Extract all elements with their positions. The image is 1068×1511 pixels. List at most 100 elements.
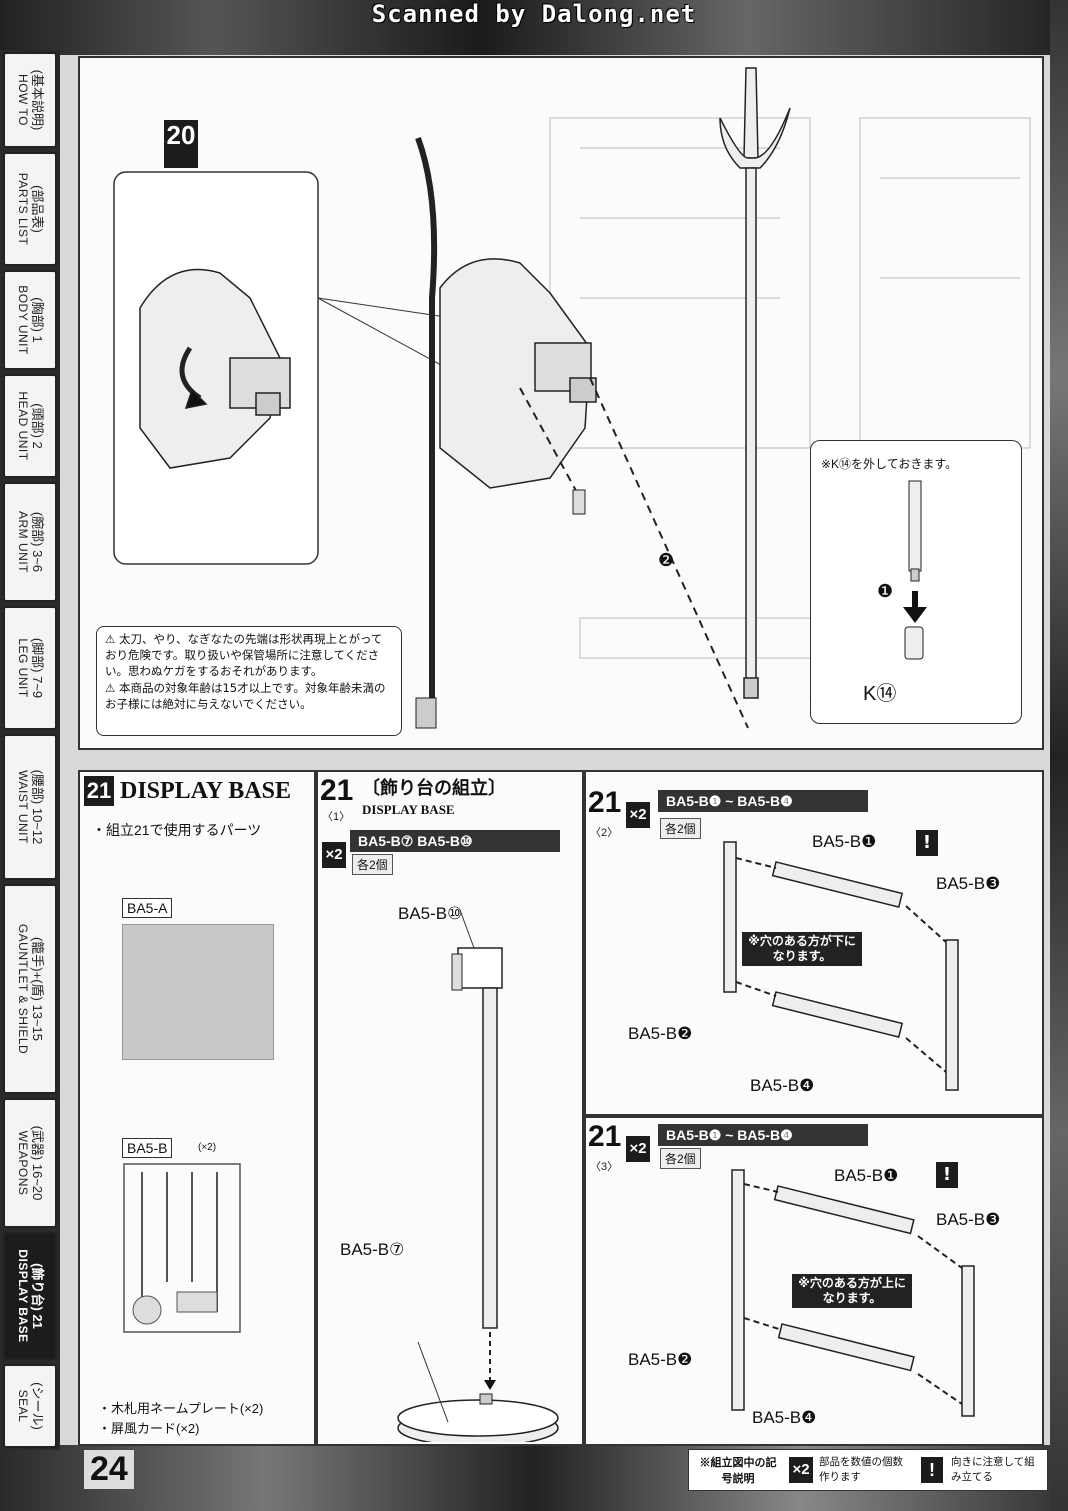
frame-assembly-illustration bbox=[723, 841, 959, 1091]
parts-bar: BA5-B❶ ~ BA5-B❹ bbox=[658, 790, 868, 812]
orientation-warning-icon: ! bbox=[916, 830, 938, 856]
multiply-badge: ×2 bbox=[626, 802, 650, 828]
tab-leg-unit[interactable]: (脚部) 7~9 LEG UNIT bbox=[3, 606, 57, 730]
step-21-1-panel: 21 〈1〉 〔飾り台の組立〕 DISPLAY BASE ×2 BA5-B⑦ B… bbox=[316, 770, 584, 1446]
legend-warning-icon: ! bbox=[921, 1457, 943, 1483]
k14-removal-diagram bbox=[903, 480, 927, 660]
step-21-3-panel: 21 〈3〉 ×2 BA5-B❶ ~ BA5-B❹ 各2個 BA5-B❶ ! B… bbox=[584, 1116, 1044, 1446]
runner-a-plate bbox=[122, 924, 274, 1060]
part-label-b1: BA5-B❶ bbox=[834, 1166, 899, 1185]
page-number: 24 bbox=[84, 1450, 134, 1489]
runner-b-qty: (×2) bbox=[198, 1142, 217, 1153]
extra-item-screen-card: ・屏風カード(×2) bbox=[98, 1421, 200, 1436]
legend-title: ※組立図中の記号説明 bbox=[699, 1457, 777, 1485]
step-substep: 〈1〉 bbox=[322, 811, 351, 823]
runner-b-sprue bbox=[123, 1163, 241, 1333]
symbol-legend: ※組立図中の記号説明 ×2 部品を数値の個数作ります ! 向きに注意して組み立て… bbox=[688, 1449, 1048, 1491]
step-21-parts-panel: 21 DISPLAY BASE ・組立21で使用するパーツ BA5-A BA5-… bbox=[78, 770, 316, 1446]
stand-illustration bbox=[397, 909, 559, 1442]
step-number: 21 bbox=[588, 1120, 622, 1153]
k14-callout: ※K⑭を外しておきます。 ❶ K⑭ bbox=[810, 440, 1022, 724]
section-title: DISPLAY BASE bbox=[120, 778, 291, 804]
tab-weapons[interactable]: (武器) 16~20 WEAPONS bbox=[3, 1098, 57, 1228]
tab-jp: (腕部) 3~6 bbox=[30, 511, 45, 573]
tab-jp: (シール) bbox=[30, 1382, 45, 1430]
runner-a-label: BA5-A bbox=[122, 898, 173, 918]
step-20-illustration bbox=[113, 67, 1031, 729]
each-count: 各2個 bbox=[352, 854, 393, 875]
tab-jp: (武器) 16~20 bbox=[30, 1125, 45, 1201]
order-marker-2: ❷ bbox=[658, 550, 675, 570]
multiply-badge: ×2 bbox=[626, 1136, 650, 1162]
step-substep: 〈2〉 bbox=[590, 827, 619, 839]
top-decorative-band bbox=[0, 0, 1068, 55]
tab-waist-unit[interactable]: (腰部) 10~12 WAIST UNIT bbox=[3, 734, 57, 880]
tab-en: ARM UNIT bbox=[16, 511, 30, 573]
down-arrow-icon bbox=[903, 607, 927, 623]
each-count: 各2個 bbox=[660, 1148, 701, 1169]
tab-display-base[interactable]: (飾り台) 21 DISPLAY BASE bbox=[3, 1232, 57, 1360]
orientation-note: ※穴のある方が上になります。 bbox=[792, 1274, 912, 1308]
right-decorative-band bbox=[1050, 0, 1068, 1511]
tab-en: DISPLAY BASE bbox=[16, 1249, 30, 1343]
tab-head-unit[interactable]: (頭部) 2 HEAD UNIT bbox=[3, 374, 57, 478]
tab-arm-unit[interactable]: (腕部) 3~6 ARM UNIT bbox=[3, 482, 57, 602]
tab-jp: (部品表) bbox=[30, 185, 45, 233]
orientation-note: ※穴のある方が下になります。 bbox=[742, 932, 862, 966]
step-number: 20 bbox=[164, 120, 198, 168]
tab-jp: (脚部) 7~9 bbox=[30, 637, 45, 699]
each-count: 各2個 bbox=[660, 818, 701, 839]
tab-jp: (頭部) 2 bbox=[30, 403, 45, 449]
step-20-panel: 20 〈3〉 ❷ ⚠ 太刀、やり、なぎなたの先端は形状再現上とがっており危険です… bbox=[78, 56, 1044, 750]
tab-jp: (腰部) 10~12 bbox=[30, 769, 45, 845]
order-marker-1: ❶ bbox=[877, 581, 894, 601]
tab-how-to[interactable]: (基本説明) HOW TO bbox=[3, 52, 57, 148]
tab-en: PARTS LIST bbox=[16, 172, 30, 246]
part-label-k14: K⑭ bbox=[863, 683, 897, 705]
extra-item-nameplate: ・木札用ネームプレート(×2) bbox=[98, 1401, 264, 1416]
part-label-b4: BA5-B❹ bbox=[750, 1076, 815, 1095]
tab-jp: (籠手)+(盾) 13~15 bbox=[30, 936, 45, 1042]
tab-en: LEG UNIT bbox=[16, 638, 30, 698]
part-label-b4: BA5-B❹ bbox=[752, 1408, 817, 1427]
part-label-b2: BA5-B❷ bbox=[628, 1024, 693, 1043]
tab-gauntlet-shield[interactable]: (籠手)+(盾) 13~15 GAUNTLET & SHIELD bbox=[3, 884, 57, 1094]
tab-parts-list[interactable]: (部品表) PARTS LIST bbox=[3, 152, 57, 266]
tab-en: SEAL bbox=[16, 1389, 30, 1423]
legend-multiply-text: 部品を数値の個数作ります bbox=[819, 1456, 903, 1483]
tab-body-unit[interactable]: (胸部) 1 BODY UNIT bbox=[3, 270, 57, 370]
part-label-b3: BA5-B❸ bbox=[936, 874, 1001, 893]
parts-bar: BA5-B⑦ BA5-B⑩ bbox=[350, 830, 560, 852]
multiply-badge: ×2 bbox=[322, 842, 346, 868]
frame-assembly-illustration bbox=[731, 1169, 975, 1417]
tab-en: WAIST UNIT bbox=[16, 770, 30, 844]
callout-note: ※K⑭を外しておきます。 bbox=[821, 457, 958, 471]
legend-warning-text: 向きに注意して組み立てる bbox=[951, 1456, 1035, 1483]
part-label-top: BA5-B⑩ bbox=[398, 904, 463, 923]
tab-en: HOW TO bbox=[16, 74, 30, 126]
warning-text-1: 太刀、やり、なぎなたの先端は形状再現上とがっており危険です。取り扱いや保管場所に… bbox=[105, 632, 383, 678]
step-21-2-panel: 21 〈2〉 ×2 BA5-B❶ ~ BA5-B❹ 各2個 BA5-B❶ ! B… bbox=[584, 770, 1044, 1116]
tab-en: GAUNTLET & SHIELD bbox=[16, 923, 30, 1055]
safety-warning-box: ⚠ 太刀、やり、なぎなたの先端は形状再現上とがっており危険です。取り扱いや保管場… bbox=[96, 626, 402, 736]
step-number: 21 bbox=[588, 786, 622, 819]
tab-jp: (基本説明) bbox=[30, 69, 45, 131]
tab-en: BODY UNIT bbox=[16, 285, 30, 355]
step-title-en: DISPLAY BASE bbox=[362, 802, 455, 817]
scan-credit: Scanned by Dalong.net bbox=[371, 0, 697, 28]
step-substep: 〈3〉 bbox=[590, 1161, 619, 1173]
warning-icon: ⚠ bbox=[105, 681, 116, 695]
warning-text-2: 本商品の対象年齢は15才以上です。対象年齢未満のお子様には絶対に与えないでくださ… bbox=[105, 681, 386, 711]
warning-icon: ⚠ bbox=[105, 632, 116, 646]
part-label-bottom: BA5-B⑦ bbox=[340, 1240, 405, 1259]
step-title-jp: 〔飾り台の組立〕 bbox=[362, 778, 506, 798]
tab-en: HEAD UNIT bbox=[16, 391, 30, 461]
part-label-b2: BA5-B❷ bbox=[628, 1350, 693, 1369]
orientation-warning-icon: ! bbox=[936, 1162, 958, 1188]
tab-jp: (飾り台) 21 bbox=[30, 1263, 45, 1329]
parts-bar: BA5-B❶ ~ BA5-B❹ bbox=[658, 1124, 868, 1146]
parts-used-note: ・組立21で使用するパーツ bbox=[92, 822, 262, 838]
tab-seal[interactable]: (シール) SEAL bbox=[3, 1364, 57, 1448]
step-number: 21 bbox=[320, 774, 354, 807]
runner-b-label: BA5-B bbox=[122, 1138, 173, 1158]
